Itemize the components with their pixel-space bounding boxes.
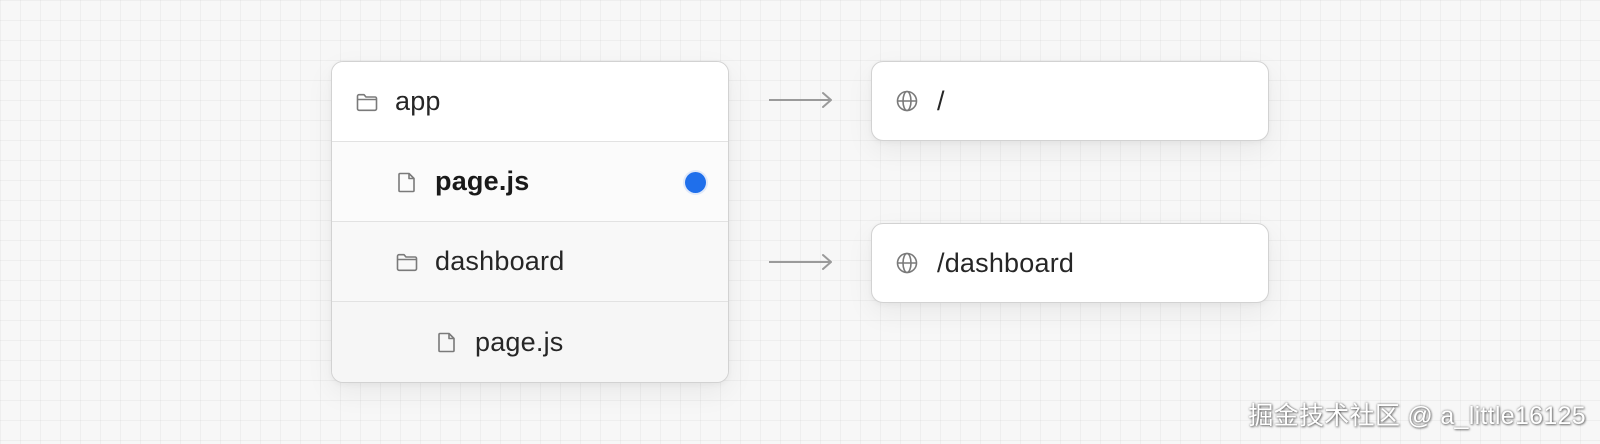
tree-item-page-js[interactable]: page.js xyxy=(332,142,728,222)
tree-item-dashboard-folder[interactable]: dashboard xyxy=(332,222,728,302)
active-indicator-dot xyxy=(685,171,706,193)
tree-item-app-folder[interactable]: app xyxy=(332,62,728,142)
watermark-text: 掘金技术社区 @ a_little16125 xyxy=(1248,402,1586,430)
arrow-right-icon xyxy=(769,92,832,108)
folder-icon xyxy=(355,90,379,114)
tree-item-label: page.js xyxy=(475,326,564,357)
tree-item-dashboard-page-js[interactable]: page.js xyxy=(332,302,728,382)
route-label: /dashboard xyxy=(937,247,1075,278)
route-dashboard[interactable]: /dashboard xyxy=(871,223,1269,303)
globe-icon xyxy=(895,251,919,275)
route-label: / xyxy=(937,85,945,116)
route-root[interactable]: / xyxy=(871,61,1269,141)
file-icon xyxy=(395,170,419,194)
arrow-right-icon xyxy=(769,254,832,270)
globe-icon xyxy=(895,89,919,113)
folder-icon xyxy=(395,250,419,274)
tree-item-label: page.js xyxy=(435,166,530,196)
tree-item-label: app xyxy=(395,86,441,116)
tree-item-label: dashboard xyxy=(435,246,565,276)
file-tree: app page.js dashboard page.js xyxy=(331,61,729,383)
file-icon xyxy=(435,330,459,354)
